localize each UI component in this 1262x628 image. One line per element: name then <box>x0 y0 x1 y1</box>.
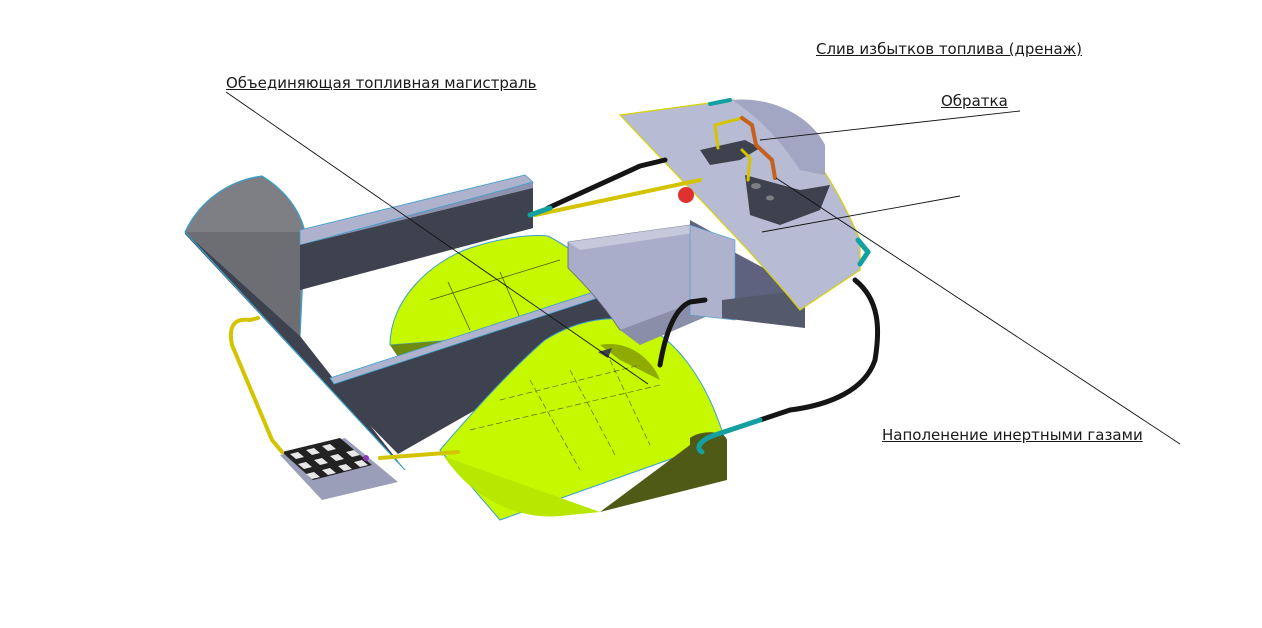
rear-box-panel <box>299 174 534 290</box>
orange-return-pipe <box>740 116 777 180</box>
black-right-pipe <box>757 277 881 423</box>
leader-inert-gas <box>775 177 1181 445</box>
yellow-riser-pipe <box>740 148 752 182</box>
leader-return-line <box>759 110 1021 141</box>
teal-top-cap <box>708 98 732 106</box>
label-inert-gas-fill: Наполенение инертными газами <box>882 426 1143 444</box>
yellow-lower-pipe <box>378 450 460 460</box>
teal-right-connector <box>855 237 871 267</box>
teal-bottom-pipe <box>696 417 763 455</box>
yellow-drain-pipe <box>713 116 744 150</box>
right-drain-assembly <box>567 99 861 345</box>
yellow-feed-pipe <box>229 317 284 454</box>
black-top-pipe <box>545 157 668 211</box>
fuel-pipes <box>229 98 881 460</box>
leader-main-fuel-line <box>225 91 649 385</box>
leader-drain <box>761 195 961 233</box>
black-middle-pipe <box>657 297 708 368</box>
yellow-upper-pipe <box>533 178 702 217</box>
label-main-fuel-line: Объединяющая топливная магистраль <box>226 74 537 92</box>
checkered-valve-block <box>280 438 398 500</box>
label-return-line: Обратка <box>941 92 1008 110</box>
left-wing-panel <box>184 175 406 471</box>
teal-top-connector <box>527 205 553 218</box>
label-excess-fuel-drain: Слив избытков топлива (дренаж) <box>816 40 1083 58</box>
front-fuel-tank <box>439 318 727 521</box>
leader-lines <box>225 91 1181 445</box>
